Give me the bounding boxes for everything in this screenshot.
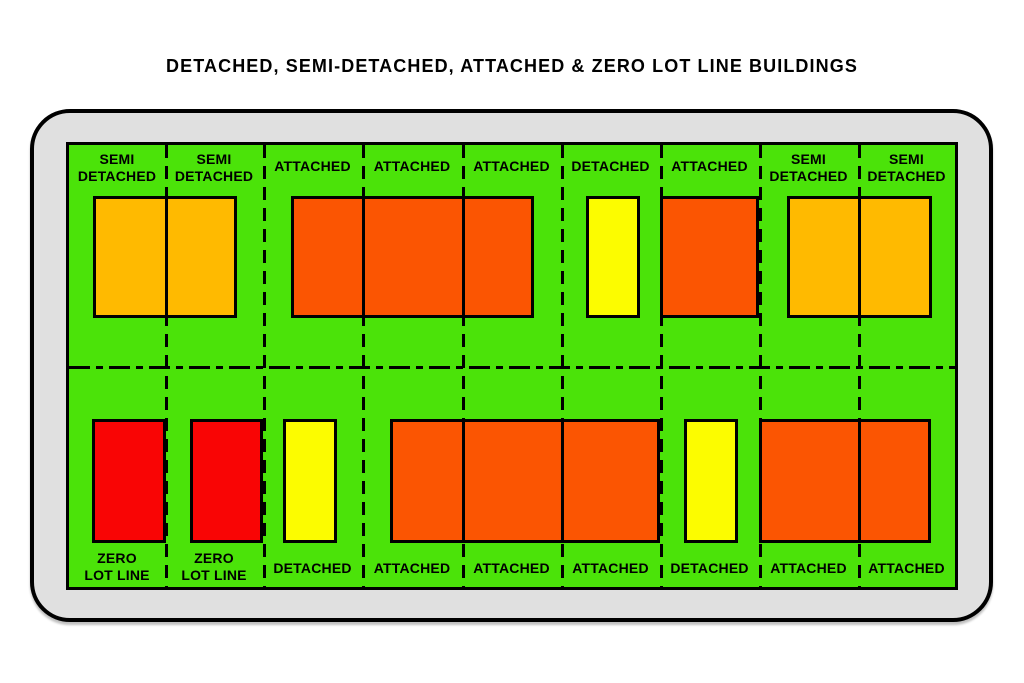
lot-label-top-2: SEMI DETACHED <box>174 151 254 184</box>
lot-label-bottom-5: ATTACHED <box>473 560 550 576</box>
lot-label-bottom-6: ATTACHED <box>572 560 649 576</box>
building-top-detached <box>586 196 640 318</box>
party-wall <box>858 422 861 540</box>
building-top-semi-detached-pair-right <box>787 196 932 318</box>
building-bottom-zero-lot-line-1 <box>92 419 166 543</box>
lot-label-bottom-1: ZERO LOT LINE <box>84 550 150 583</box>
lot-label-bottom-7: DETACHED <box>670 560 749 576</box>
building-bottom-detached-left <box>283 419 337 543</box>
party-wall <box>561 422 564 540</box>
lot-label-top-5: ATTACHED <box>473 158 550 174</box>
lot-label-top-6: DETACHED <box>571 158 650 174</box>
lot-label-top-4: ATTACHED <box>373 158 451 174</box>
party-wall <box>165 199 168 315</box>
building-bottom-attached-pair <box>759 419 931 543</box>
lot-label-bottom-4: ATTACHED <box>373 560 451 576</box>
building-top-attached-single <box>660 196 759 318</box>
party-wall <box>858 199 861 315</box>
party-wall <box>462 422 465 540</box>
lot-label-top-9: SEMI DETACHED <box>867 151 946 184</box>
party-wall <box>462 199 465 315</box>
building-bottom-attached-row <box>390 419 660 543</box>
lot-label-bottom-8: ATTACHED <box>770 560 847 576</box>
lot-label-top-8: SEMI DETACHED <box>769 151 848 184</box>
building-bottom-zero-lot-line-2 <box>190 419 263 543</box>
lot-label-bottom-9: ATTACHED <box>868 560 945 576</box>
building-top-attached-row <box>291 196 534 318</box>
building-top-semi-detached-pair-left <box>93 196 237 318</box>
lot-label-bottom-2: ZERO LOT LINE <box>181 550 247 583</box>
diagram-title: DETACHED, SEMI-DETACHED, ATTACHED & ZERO… <box>166 56 858 76</box>
party-wall <box>362 199 365 315</box>
city-block-outline: SEMI DETACHED SEMI DETACHED ATTACHED ATT… <box>30 109 993 622</box>
lot-label-bottom-3: DETACHED <box>273 560 352 576</box>
lots-field: SEMI DETACHED SEMI DETACHED ATTACHED ATT… <box>66 142 958 590</box>
lot-label-top-7: ATTACHED <box>671 158 748 174</box>
building-bottom-detached-right <box>684 419 738 543</box>
lot-label-top-1: SEMI DETACHED <box>77 151 157 184</box>
lot-label-top-3: ATTACHED <box>274 158 351 174</box>
